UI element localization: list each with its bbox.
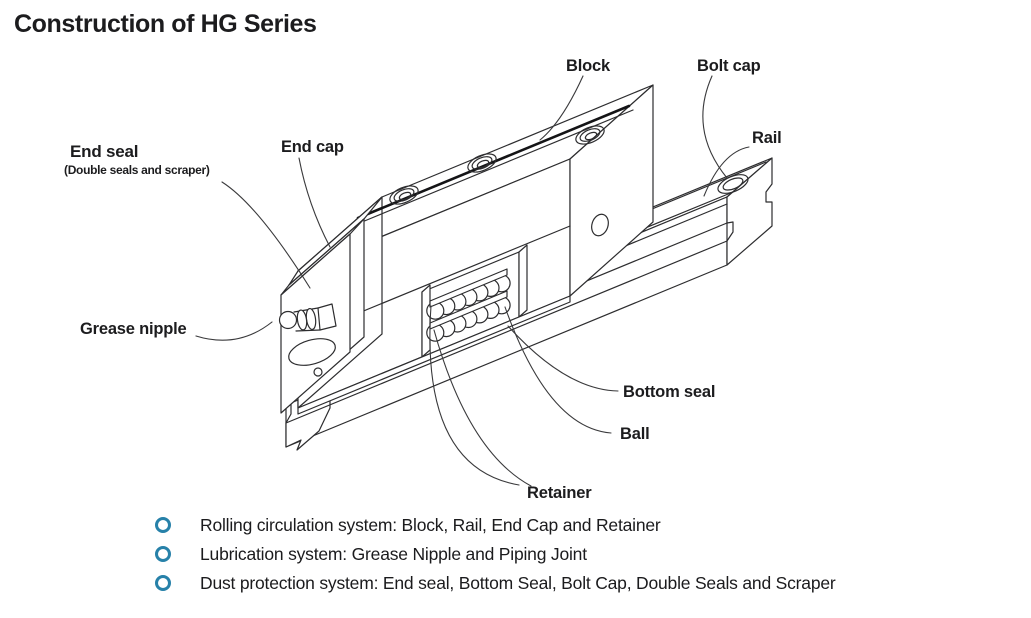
leader-lines (195, 75, 750, 487)
label-block: Block (566, 57, 611, 75)
cutaway-side-right (518, 244, 528, 318)
piping-joint-hole (591, 213, 609, 237)
nipple-boss (288, 338, 336, 366)
ball-row-upper (426, 274, 511, 320)
leader-block (539, 75, 584, 141)
leader-end-seal (221, 181, 311, 289)
leader-retainer-2 (433, 329, 532, 487)
legend-item-rolling: Rolling circulation system: Block, Rail,… (155, 514, 836, 536)
legend-list: Rolling circulation system: Block, Rail,… (155, 514, 836, 594)
label-retainer: Retainer (527, 484, 592, 502)
leader-end-cap (298, 157, 331, 248)
cutaway-side-left (421, 284, 431, 358)
leader-bottom-seal (507, 325, 619, 392)
block-top-seam-edge (361, 109, 634, 223)
label-bolt-cap: Bolt cap (697, 57, 761, 75)
bullet-circle-icon (155, 575, 171, 591)
bolt-cap-drawing (717, 174, 749, 194)
threaded-holes (389, 125, 605, 205)
bullet-circle-icon (155, 517, 171, 533)
leader-ball (504, 306, 612, 434)
nipple-ring (296, 309, 308, 331)
grease-nipple-drawing (278, 303, 337, 366)
bullet-circle-icon (155, 546, 171, 562)
legend-item-dust-protection: Dust protection system: End seal, Bottom… (155, 572, 836, 594)
label-end-cap: End cap (281, 138, 344, 156)
legend-item-text: Rolling circulation system: Block, Rail,… (200, 514, 661, 535)
threaded-hole (389, 185, 419, 205)
legend-item-text: Lubrication system: Grease Nipple and Pi… (200, 543, 587, 564)
label-grease-nipple: Grease nipple (80, 320, 187, 338)
retainer-strip-upper (429, 268, 508, 308)
legend-item-lubrication: Lubrication system: Grease Nipple and Pi… (155, 543, 836, 565)
label-rail: Rail (752, 129, 781, 147)
bottom-seal-strip (297, 295, 571, 415)
nipple-ball-tip (278, 310, 298, 330)
leader-grease-nipple (195, 321, 273, 341)
threaded-hole (575, 125, 605, 145)
leader-rail (703, 146, 750, 197)
callout-labels: Block Bolt cap Rail End seal (Double sea… (64, 57, 782, 502)
threaded-hole (467, 153, 497, 173)
end-seal-screw (313, 367, 323, 377)
nipple-base (317, 303, 337, 331)
rail-groove-line (285, 240, 728, 424)
leader-retainer-1 (429, 305, 520, 486)
legend-item-text: Dust protection system: End seal, Bottom… (200, 572, 836, 593)
page-title: Construction of HG Series (14, 10, 317, 38)
label-ball: Ball (620, 425, 649, 443)
label-end-seal: End seal (70, 142, 138, 161)
label-end-seal-sub: (Double seals and scraper) (64, 163, 210, 177)
label-bottom-seal: Bottom seal (623, 383, 715, 401)
